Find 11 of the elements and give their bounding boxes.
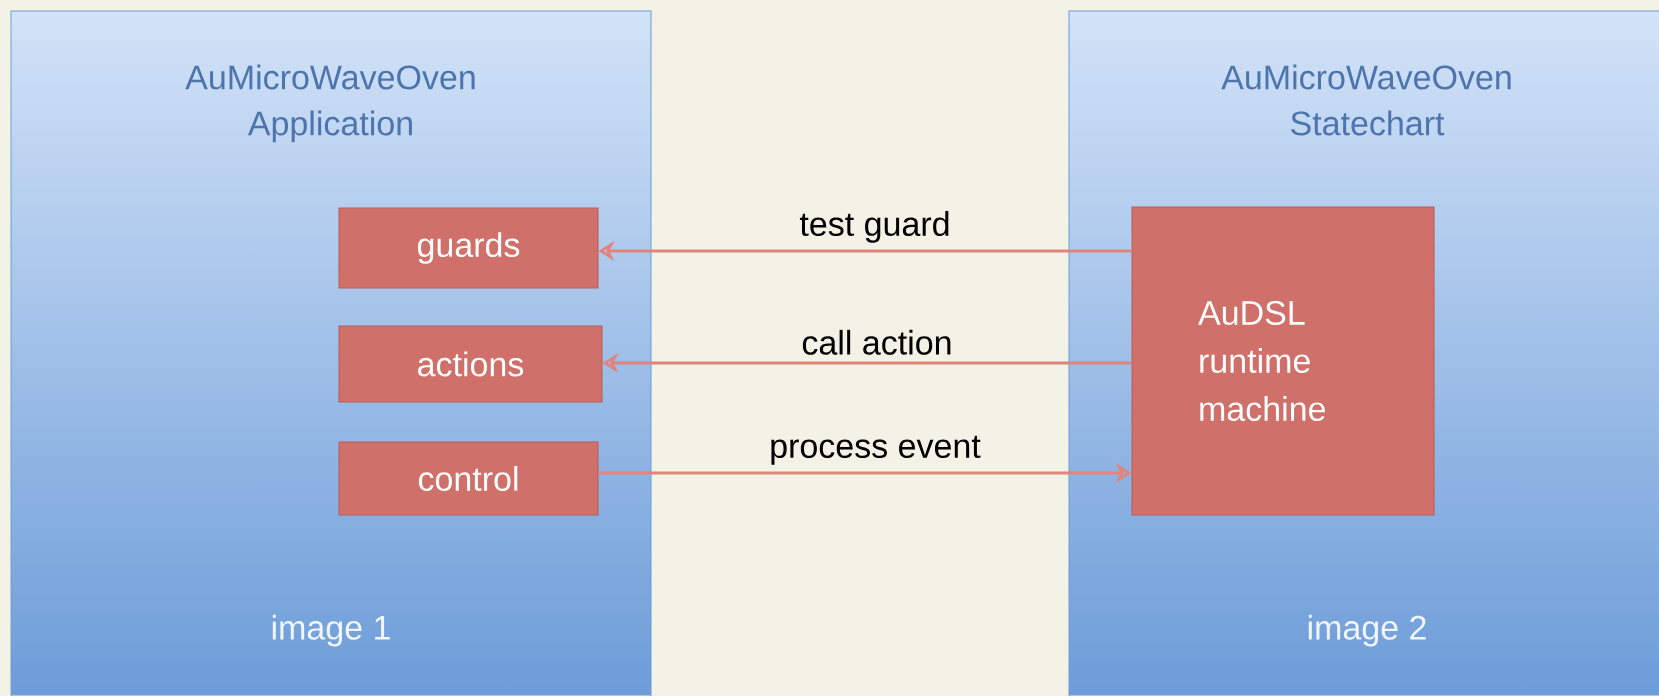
function-box: control [338,441,599,516]
edge-label: process event [771,435,981,465]
function-box: actions [338,325,603,403]
runtime-box: AuDSL runtime machine [1131,206,1435,516]
edge-label: test guard [799,211,949,243]
node-label: image 1 [272,614,390,647]
node-label: AuMicroWaveOven Application [185,64,475,143]
node-label: AuMicroWaveOven Statechart [1221,64,1511,136]
function-box: guards [338,207,599,289]
node-label: image 2 [1308,614,1426,647]
edge-label: call action [802,329,951,355]
